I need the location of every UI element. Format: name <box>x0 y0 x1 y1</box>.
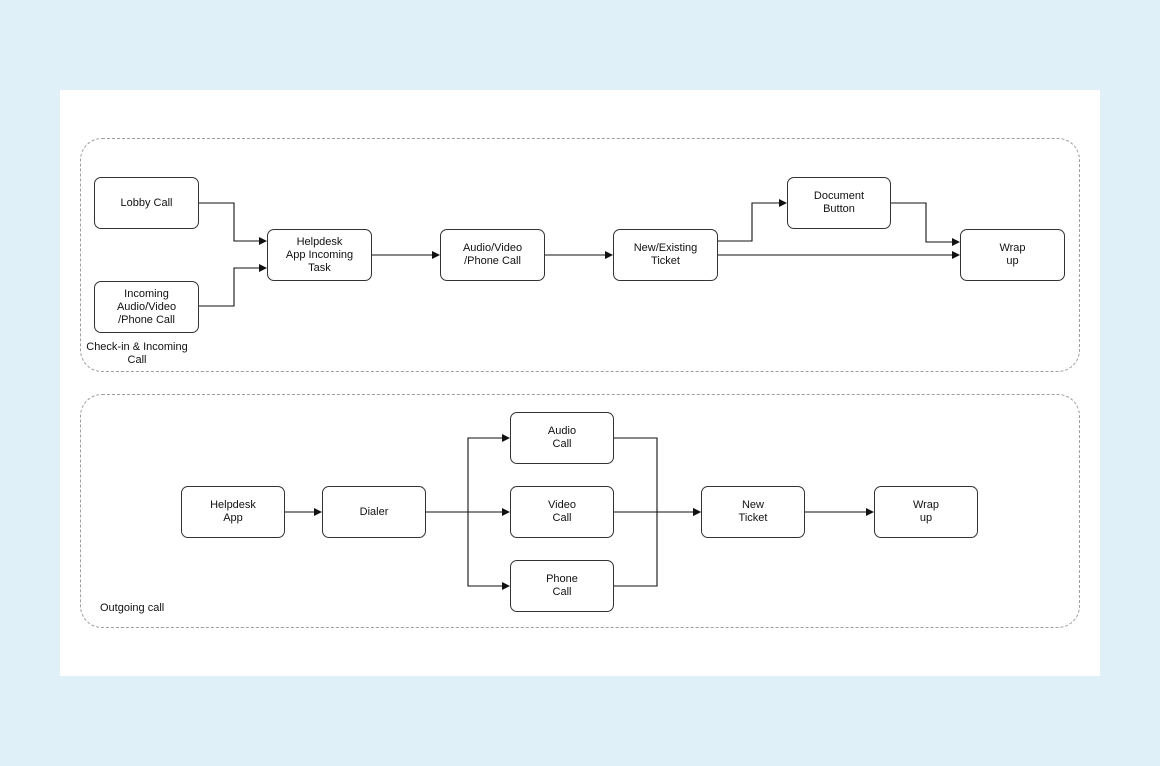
edge-document-to-wrap <box>891 202 960 246</box>
edge-dialer-to-audio <box>426 434 510 513</box>
edge-audio-to-newticket <box>614 437 701 516</box>
node-helpdesk-app: Helpdesk App <box>181 486 285 538</box>
node-wrap-up-top: Wrap up <box>960 229 1065 281</box>
node-new-existing-ticket: New/Existing Ticket <box>613 229 718 281</box>
edge-dialer-to-phone <box>467 512 510 590</box>
group-label-outgoing: Outgoing call <box>100 602 165 614</box>
group-checkin-incoming <box>80 138 1080 372</box>
node-video-call: Video Call <box>510 486 614 538</box>
node-phone-call: Phone Call <box>510 560 614 612</box>
node-wrap-up-bottom: Wrap up <box>874 486 978 538</box>
group-outgoing-call <box>80 394 1080 628</box>
connectors <box>199 199 960 590</box>
node-document-button: Document Button <box>787 177 891 229</box>
node-dialer: Dialer <box>322 486 426 538</box>
edge-lobby-to-task <box>199 202 267 245</box>
edge-ticket-to-document <box>718 199 787 242</box>
node-av-phone-call: Audio/Video /Phone Call <box>440 229 545 281</box>
node-incoming-call: Incoming Audio/Video /Phone Call <box>94 281 199 333</box>
edge-incoming-to-task <box>199 264 267 307</box>
node-new-ticket: New Ticket <box>701 486 805 538</box>
node-lobby-call: Lobby Call <box>94 177 199 229</box>
edge-phone-to-newticket <box>614 512 658 587</box>
node-audio-call: Audio Call <box>510 412 614 464</box>
node-helpdesk-incoming-task: Helpdesk App Incoming Task <box>267 229 372 281</box>
diagram-canvas: Lobby Call Incoming Audio/Video /Phone C… <box>60 90 1100 676</box>
group-label-checkin: Check-in & Incoming Call <box>86 341 188 366</box>
